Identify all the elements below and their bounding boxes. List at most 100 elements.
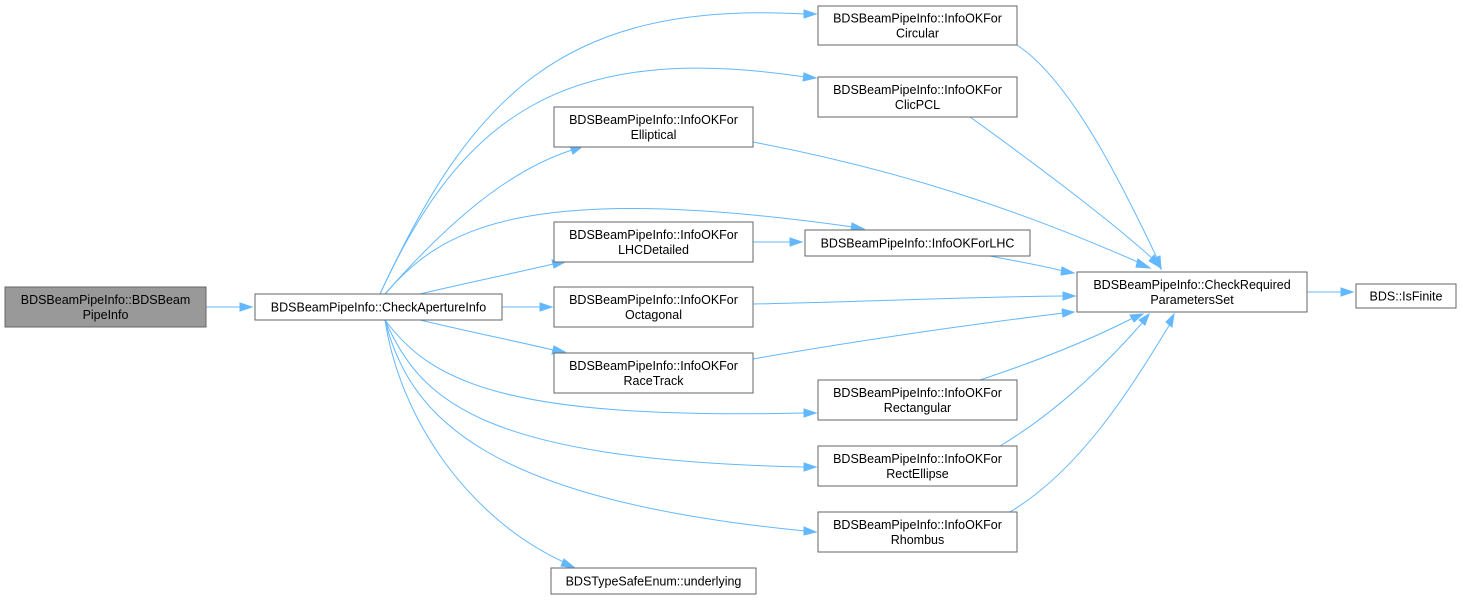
edge-line xyxy=(384,319,806,468)
node-box xyxy=(4,286,207,328)
edge-line xyxy=(752,295,1064,305)
node-lhc[interactable]: BDSBeamPipeInfo::InfoOKForLHC xyxy=(804,229,1031,257)
edge-arrowhead xyxy=(560,558,577,569)
node-label: BDSBeamPipeInfo::BDSBeam xyxy=(21,293,191,307)
edge-ctor-to-check xyxy=(206,302,254,312)
node-label: BDSBeamPipeInfo::InfoOKFor xyxy=(569,359,738,373)
node-check[interactable]: BDSBeamPipeInfo::CheckApertureInfo xyxy=(254,293,503,321)
node-box xyxy=(1076,271,1308,313)
node-box xyxy=(553,221,754,263)
edge-line xyxy=(979,317,1134,381)
edge-check-to-racetrack xyxy=(419,319,567,355)
node-label: BDSBeamPipeInfo::InfoOKFor xyxy=(833,83,1002,97)
edge-line xyxy=(969,116,1154,260)
edge-line xyxy=(752,141,1141,264)
node-box xyxy=(254,293,503,321)
edge-arrowhead xyxy=(803,408,818,418)
node-label: BDSBeamPipeInfo::InfoOKForLHC xyxy=(821,237,1015,251)
node-box xyxy=(553,352,754,394)
node-box xyxy=(817,445,1018,487)
node-required[interactable]: BDSBeamPipeInfo::CheckRequiredParameters… xyxy=(1076,271,1308,313)
edge-octagonal-to-required xyxy=(752,291,1077,305)
node-label: RaceTrack xyxy=(624,374,685,388)
edge-line xyxy=(379,67,806,295)
node-label: Elliptical xyxy=(631,128,677,142)
edge-arrowhead xyxy=(1148,254,1163,270)
edge-arrowhead xyxy=(789,237,804,247)
edge-check-to-octagonal xyxy=(502,302,554,312)
edge-arrowhead xyxy=(803,526,818,536)
edge-line xyxy=(419,263,554,295)
node-label: Rhombus xyxy=(891,533,945,547)
edge-line xyxy=(384,208,854,295)
edge-rectellipse-to-required xyxy=(999,312,1150,447)
edge-elliptical-to-required xyxy=(752,141,1152,269)
edge-check-to-elliptical xyxy=(384,145,585,295)
edge-line xyxy=(752,312,1064,360)
edge-lhcdetailed-to-lhc xyxy=(753,237,804,247)
edge-check-to-clicpcl xyxy=(379,67,818,295)
edge-arrowhead xyxy=(1061,308,1076,318)
node-box xyxy=(817,511,1018,553)
edge-arrowhead xyxy=(803,462,818,472)
edge-arrowhead xyxy=(1060,266,1076,276)
edge-arrowhead xyxy=(239,302,254,312)
edge-arrowhead xyxy=(1165,312,1175,328)
node-label: BDSBeamPipeInfo::InfoOKFor xyxy=(833,386,1002,400)
nodes-layer: BDSBeamPipeInfo::BDSBeamPipeInfoBDSBeamP… xyxy=(4,5,1457,595)
edge-arrowhead xyxy=(1135,258,1152,269)
node-label: BDSBeamPipeInfo::CheckRequired xyxy=(1093,278,1290,292)
edge-check-to-circular xyxy=(379,9,818,295)
edge-racetrack-to-required xyxy=(752,308,1076,360)
edge-check-to-rectangular xyxy=(384,319,818,418)
edge-check-to-lhcdetailed xyxy=(419,259,567,295)
edge-arrowhead xyxy=(802,72,818,82)
node-label: BDSTypeSafeEnum::underlying xyxy=(566,575,742,589)
edge-arrowhead xyxy=(1138,312,1150,326)
node-label: BDSBeamPipeInfo::InfoOKFor xyxy=(569,228,738,242)
node-box xyxy=(804,229,1031,257)
node-label: BDSBeamPipeInfo::CheckApertureInfo xyxy=(271,301,486,315)
edge-line xyxy=(1009,323,1171,513)
node-label: BDSBeamPipeInfo::InfoOKFor xyxy=(569,293,738,307)
edge-line xyxy=(384,319,806,532)
edge-check-to-underlying xyxy=(384,319,577,569)
edge-arrowhead xyxy=(1129,313,1145,323)
edge-circular-to-required xyxy=(1016,44,1162,271)
node-box xyxy=(553,286,754,328)
edge-check-to-rhombus xyxy=(384,319,818,536)
edge-rectangular-to-required xyxy=(979,313,1145,381)
node-label: ClicPCL xyxy=(895,98,940,112)
edges-layer xyxy=(206,9,1355,569)
edge-rhombus-to-required xyxy=(1009,312,1175,513)
node-label: PipeInfo xyxy=(83,308,129,322)
node-box xyxy=(550,567,757,595)
edge-arrowhead xyxy=(803,9,818,19)
edge-arrowhead xyxy=(1340,287,1355,297)
edge-clicpcl-to-required xyxy=(969,116,1163,270)
node-label: BDSBeamPipeInfo::InfoOKFor xyxy=(833,12,1002,26)
node-label: BDSBeamPipeInfo::InfoOKFor xyxy=(833,518,1002,532)
edge-line xyxy=(384,149,573,295)
edge-line xyxy=(419,319,554,351)
node-box xyxy=(817,5,1018,46)
edge-check-to-lhc xyxy=(384,208,866,295)
edge-line xyxy=(379,12,806,295)
node-ctor[interactable]: BDSBeamPipeInfo::BDSBeamPipeInfo xyxy=(4,286,207,328)
node-box xyxy=(1355,283,1457,309)
node-underlying[interactable]: BDSTypeSafeEnum::underlying xyxy=(550,567,757,595)
edge-line xyxy=(999,321,1144,447)
node-isfinite[interactable]: BDS::IsFinite xyxy=(1355,283,1457,309)
node-label: ParametersSet xyxy=(1150,293,1234,307)
edge-lhc-to-required xyxy=(989,255,1076,276)
